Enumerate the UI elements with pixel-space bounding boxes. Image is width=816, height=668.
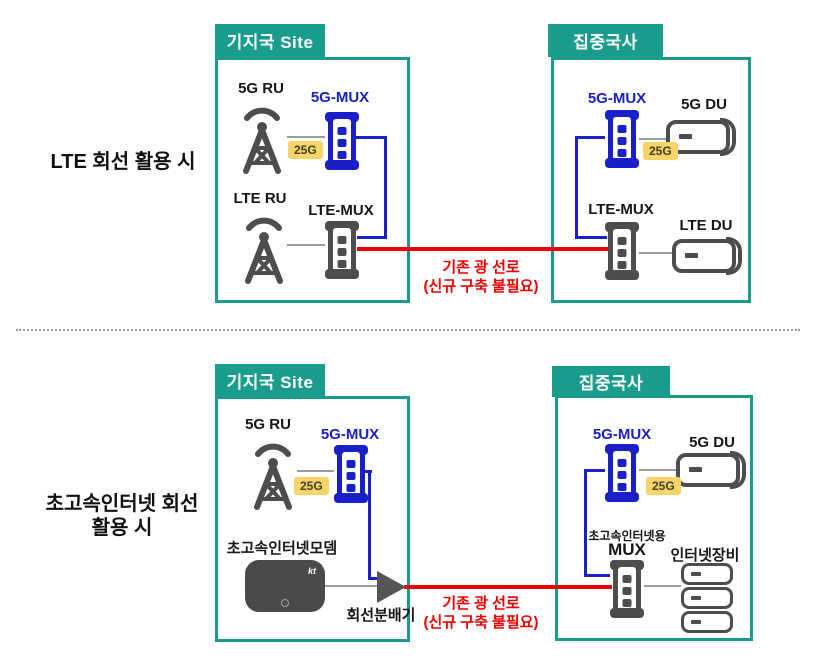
row1-fiber-note: 기존 광 선로 (신규 구축 불필요) (400, 258, 562, 296)
row2-fiber-note: 기존 광 선로 (신규 구축 불필요) (400, 594, 562, 632)
row2-office-5g-mux-label: 5G-MUX (592, 426, 652, 443)
5g-mux-icon (325, 112, 359, 170)
row1-office-5g-mux-label: 5G-MUX (587, 90, 647, 107)
row1-office-lte-mux-label: LTE-MUX (588, 201, 654, 218)
mux-connector-line (584, 574, 610, 577)
mux-connector-line (368, 470, 371, 580)
mux-connector-line (584, 469, 605, 472)
row1-title: LTE 회선 활용 시 (50, 151, 196, 173)
mux-connector-line (362, 470, 372, 473)
link-line (287, 136, 325, 138)
row2-site-tab: 기지국 Site (215, 364, 325, 397)
internet-equipment-label: 인터넷장비 (670, 547, 740, 564)
row2-title-line1: 초고속인터넷 회선 (45, 493, 199, 515)
lte-mux-icon (325, 221, 359, 279)
mux-connector-line (584, 469, 587, 577)
modem-led (281, 599, 289, 607)
row1-site-tab: 기지국 Site (215, 24, 325, 57)
mux-connector-line (575, 236, 607, 239)
line-splitter-icon (377, 571, 406, 603)
fiber-note-line2: (신규 구축 불필요) (423, 278, 539, 295)
link-line (639, 469, 676, 471)
kt-logo: kt (307, 566, 316, 576)
mux-connector-line (384, 136, 387, 239)
hsi-mux-label-line1: 초고속인터넷용 (588, 529, 666, 543)
row1-lte-du-label: LTE DU (679, 217, 733, 234)
row1-site-25g-badge: 25G (288, 141, 323, 159)
hsi-mux-icon (610, 560, 644, 618)
lte-ru-tower-icon (245, 217, 283, 284)
mux-connector-line (355, 136, 387, 139)
row2-modem-label: 초고속인터넷모뎀 (226, 540, 338, 557)
mux-connector-line (575, 136, 605, 139)
link-line (644, 585, 681, 587)
lte-du-icon (672, 237, 742, 275)
row2-office-tab: 집중국사 (552, 366, 670, 397)
link-line (325, 585, 377, 587)
hsi-mux-label-line2: MUX (608, 540, 646, 559)
existing-fiber-line (357, 247, 608, 251)
fiber-note-line1: 기존 광 선로 (442, 595, 520, 612)
row2-title-line2: 활용 시 (91, 517, 153, 539)
row1-lte-ru-label: LTE RU (233, 190, 287, 207)
mux-connector-line (575, 136, 578, 239)
5g-ru-tower-icon (243, 107, 281, 174)
row2-5g-ru-label: 5G RU (245, 416, 291, 433)
link-line (297, 470, 334, 472)
fiber-note-line2: (신규 구축 불필요) (423, 614, 539, 631)
existing-fiber-line (404, 585, 612, 589)
row1-office-tab: 집중국사 (548, 24, 663, 57)
5g-mux-icon (334, 445, 368, 503)
row1-site-5g-mux-label: 5G-MUX (310, 89, 370, 106)
row1-5g-du-label: 5G DU (681, 96, 727, 113)
row2-site-5g-mux-label: 5G-MUX (320, 426, 380, 443)
link-line (639, 138, 669, 140)
row1-site-lte-mux-label: LTE-MUX (308, 202, 374, 219)
link-line (287, 244, 325, 246)
row2-office-25g-badge: 25G (646, 477, 681, 495)
row2-title: 초고속인터넷 회선 활용 시 (22, 492, 222, 540)
row1-site-box (215, 57, 410, 303)
fiber-note-line1: 기존 광 선로 (442, 259, 520, 276)
mux-connector-line (368, 577, 380, 580)
link-line (639, 252, 672, 254)
section-divider (16, 329, 800, 331)
5g-mux-icon (605, 444, 639, 502)
5g-du-icon (676, 451, 746, 489)
internet-equipment-icon (681, 563, 733, 635)
row2-splitter-label: 회선분배기 (346, 607, 416, 624)
5g-mux-icon (605, 110, 639, 168)
internet-modem-icon: kt (245, 560, 325, 612)
lte-mux-icon (605, 222, 639, 280)
row2-5g-du-label: 5G DU (689, 434, 735, 451)
5g-ru-tower-icon (254, 443, 292, 510)
row1-5g-ru-label: 5G RU (238, 80, 284, 97)
row1-office-25g-badge: 25G (643, 142, 678, 160)
row2-site-25g-badge: 25G (294, 477, 329, 495)
mux-connector-line (357, 236, 387, 239)
